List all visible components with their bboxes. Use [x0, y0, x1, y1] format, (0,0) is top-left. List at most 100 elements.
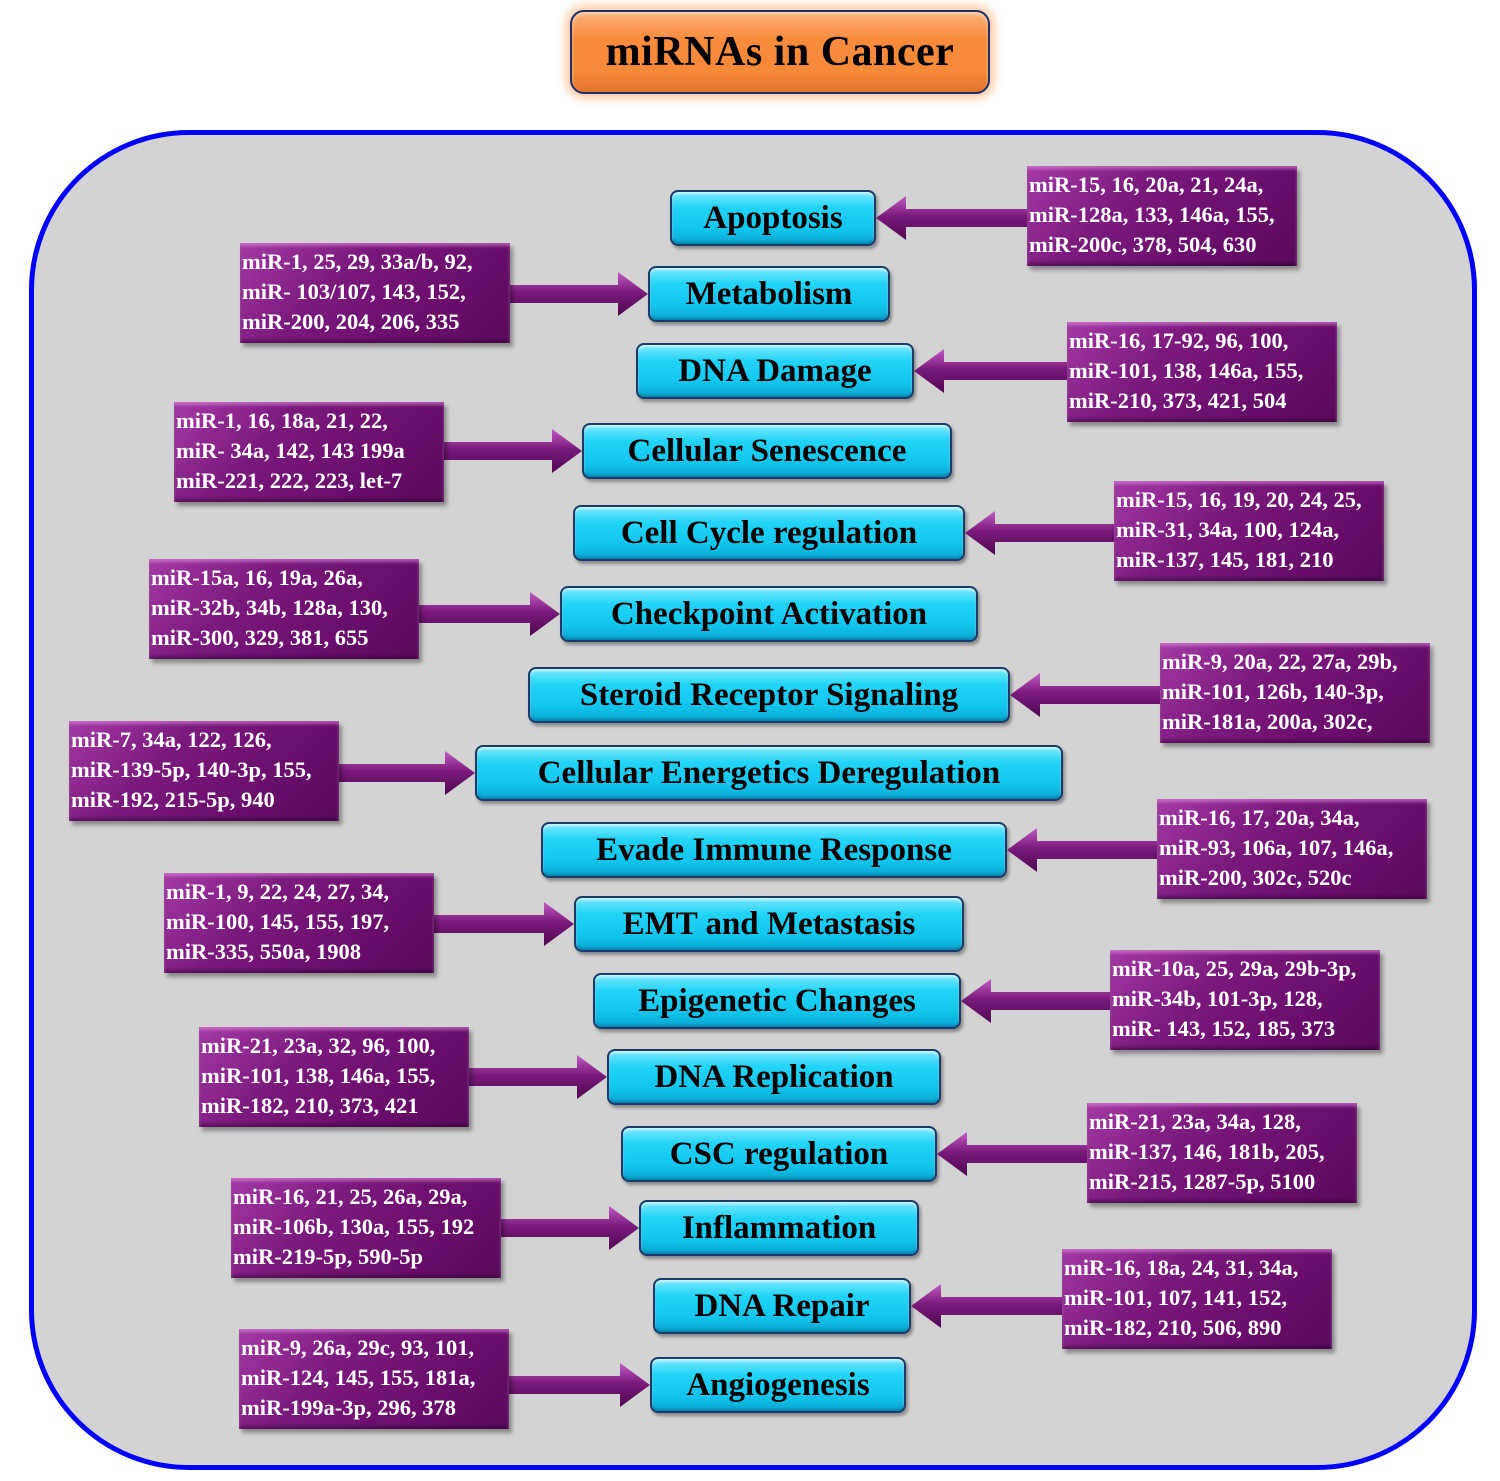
mirna-box-inflammation: miR-16, 21, 25, 26a, 29a, miR-106b, 130a,…: [231, 1178, 501, 1278]
mirna-box-dna-damage: miR-16, 17-92, 96, 100, miR-101, 138, 146…: [1067, 322, 1337, 422]
mirna-line: miR-9, 20a, 22, 27a, 29b,: [1162, 649, 1398, 674]
mirna-box-steroid-receptor-signaling: miR-9, 20a, 22, 27a, 29b,miR-101, 126b, …: [1160, 643, 1430, 743]
mirna-line: miR-10a, 25, 29a, 29b-3p,: [1112, 956, 1357, 981]
process-box-metabolism: Metabolism: [648, 266, 890, 322]
mirna-line: miR-16, 18a, 24, 31, 34a,: [1064, 1255, 1299, 1280]
arrow-shape: [1010, 673, 1160, 717]
arrow-shape: [419, 592, 560, 636]
arrow-right-icon: [339, 751, 475, 795]
process-box-dna-replication: DNA Replication: [607, 1049, 941, 1105]
mirna-line: miR-15, 16, 19, 20, 24, 25,: [1116, 487, 1362, 512]
process-label: Metabolism: [685, 275, 853, 312]
arrow-shape: [961, 979, 1110, 1023]
arrow-shape: [434, 902, 574, 946]
mirna-line: miR- 103/107, 143, 152,: [242, 279, 466, 304]
title-box: miRNAs in Cancer: [570, 10, 990, 94]
mirna-line: miR-93, 106a, 107, 146a,: [1159, 835, 1394, 860]
arrow-shape: [965, 511, 1114, 555]
process-label: Epigenetic Changes: [638, 982, 916, 1019]
mirna-line: miR-21, 23a, 32, 96, 100,: [201, 1033, 436, 1058]
mirna-line: miR-31, 34a, 100, 124a,: [1116, 517, 1340, 542]
mirna-line: miR-16, 17, 20a, 34a,: [1159, 805, 1360, 830]
mirna-box-angiogenesis: miR-9, 26a, 29c, 93, 101, miR-124, 145, 1…: [239, 1329, 509, 1429]
mirna-line: miR-137, 145, 181, 210: [1116, 547, 1334, 572]
mirna-line: miR-182, 210, 373, 421: [201, 1093, 419, 1118]
arrow-right-icon: [419, 592, 560, 636]
arrow-shape: [510, 272, 648, 316]
process-label: DNA Damage: [678, 352, 872, 389]
mirna-line: miR-100, 145, 155, 197,: [166, 909, 390, 934]
arrow-left-icon: [1007, 828, 1157, 872]
mirna-line: miR-210, 373, 421, 504: [1069, 388, 1287, 413]
mirna-line: miR-182, 210, 506, 890: [1064, 1315, 1282, 1340]
arrow-shape: [937, 1132, 1087, 1176]
process-box-steroid-receptor-signaling: Steroid Receptor Signaling: [528, 667, 1010, 723]
mirna-line: miR-300, 329, 381, 655: [151, 625, 369, 650]
mirna-box-evade-immune-response: miR-16, 17, 20a, 34a, miR-93, 106a, 107, …: [1157, 799, 1427, 899]
mirna-box-dna-replication: miR-21, 23a, 32, 96, 100, miR-101, 138, 1…: [199, 1027, 469, 1127]
process-label: DNA Repair: [694, 1287, 870, 1324]
arrow-shape: [911, 1284, 1062, 1328]
arrow-left-icon: [965, 511, 1114, 555]
mirna-line: miR-215, 1287-5p, 5100: [1089, 1169, 1316, 1194]
mirna-line: miR-106b, 130a, 155, 192: [233, 1214, 475, 1239]
mirna-line: miR-1, 16, 18a, 21, 22,: [176, 408, 388, 433]
arrow-left-icon: [1010, 673, 1160, 717]
mirna-line: miR-9, 26a, 29c, 93, 101,: [241, 1335, 475, 1360]
process-box-cell-cycle-regulation: Cell Cycle regulation: [573, 505, 965, 561]
mirna-line: miR-101, 138, 146a, 155,: [201, 1063, 436, 1088]
mirna-line: miR-16, 21, 25, 26a, 29a,: [233, 1184, 468, 1209]
process-label: Cellular Energetics Deregulation: [537, 754, 1001, 791]
mirna-line: miR-192, 215-5p, 940: [71, 787, 275, 812]
arrow-shape: [469, 1055, 607, 1099]
mirna-line: miR-128a, 133, 146a, 155,: [1029, 202, 1275, 227]
arrow-shape: [1007, 828, 1157, 872]
mirna-line: miR-200, 204, 206, 335: [242, 309, 460, 334]
arrow-left-icon: [937, 1132, 1087, 1176]
process-box-epigenetic-changes: Epigenetic Changes: [593, 973, 961, 1029]
mirna-line: miR-139-5p, 140-3p, 155,: [71, 757, 312, 782]
diagram-title: miRNAs in Cancer: [605, 29, 955, 75]
arrow-shape: [914, 349, 1067, 393]
process-label: Inflammation: [681, 1209, 877, 1246]
process-box-inflammation: Inflammation: [639, 1200, 919, 1256]
mirna-line: miR-124, 145, 155, 181a,: [241, 1365, 476, 1390]
mirna-box-cellular-senescence: miR-1, 16, 18a, 21, 22, miR- 34a, 142, 14…: [174, 402, 444, 502]
mirna-line: miR-181a, 200a, 302c,: [1162, 709, 1373, 734]
process-label: DNA Replication: [654, 1058, 894, 1095]
process-label: Cellular Senescence: [627, 432, 907, 469]
mirna-line: miR-137, 146, 181b, 205,: [1089, 1139, 1325, 1164]
mirna-box-metabolism: miR-1, 25, 29, 33a/b, 92,miR- 103/107, 1…: [240, 243, 510, 343]
process-label: Apoptosis: [703, 199, 843, 236]
arrow-shape: [876, 196, 1027, 240]
arrow-right-icon: [444, 429, 582, 473]
mirna-line: miR-34b, 101-3p, 128,: [1112, 986, 1323, 1011]
mirna-line: miR-200, 302c, 520c: [1159, 865, 1352, 890]
arrow-right-icon: [469, 1055, 607, 1099]
arrow-shape: [509, 1363, 650, 1407]
process-box-checkpoint-activation: Checkpoint Activation: [560, 586, 978, 642]
process-label: Checkpoint Activation: [610, 595, 928, 632]
process-box-apoptosis: Apoptosis: [670, 190, 876, 246]
arrow-right-icon: [434, 902, 574, 946]
mirna-line: miR- 143, 152, 185, 373: [1112, 1016, 1336, 1041]
mirna-line: miR-32b, 34b, 128a, 130,: [151, 595, 388, 620]
mirna-line: miR-15, 16, 20a, 21, 24a,: [1029, 172, 1264, 197]
mirna-line: miR-200c, 378, 504, 630: [1029, 232, 1257, 257]
mirna-line: miR-16, 17-92, 96, 100,: [1069, 328, 1289, 353]
process-label: Cell Cycle regulation: [620, 514, 918, 551]
mirna-line: miR-335, 550a, 1908: [166, 939, 361, 964]
arrow-left-icon: [961, 979, 1110, 1023]
arrow-right-icon: [509, 1363, 650, 1407]
mirna-line: miR- 34a, 142, 143 199a: [176, 438, 405, 463]
arrow-shape: [444, 429, 582, 473]
mirna-line: miR-101, 107, 141, 152,: [1064, 1285, 1288, 1310]
mirna-line: miR-101, 138, 146a, 155,: [1069, 358, 1304, 383]
mirna-box-apoptosis: miR-15, 16, 20a, 21, 24a, miR-128a, 133, …: [1027, 166, 1297, 266]
arrow-left-icon: [914, 349, 1067, 393]
mirna-line: miR-1, 9, 22, 24, 27, 34,: [166, 879, 390, 904]
arrow-shape: [501, 1206, 639, 1250]
process-label: EMT and Metastasis: [622, 905, 916, 942]
process-box-dna-damage: DNA Damage: [636, 343, 914, 399]
process-box-emt-and-metastasis: EMT and Metastasis: [574, 896, 964, 952]
